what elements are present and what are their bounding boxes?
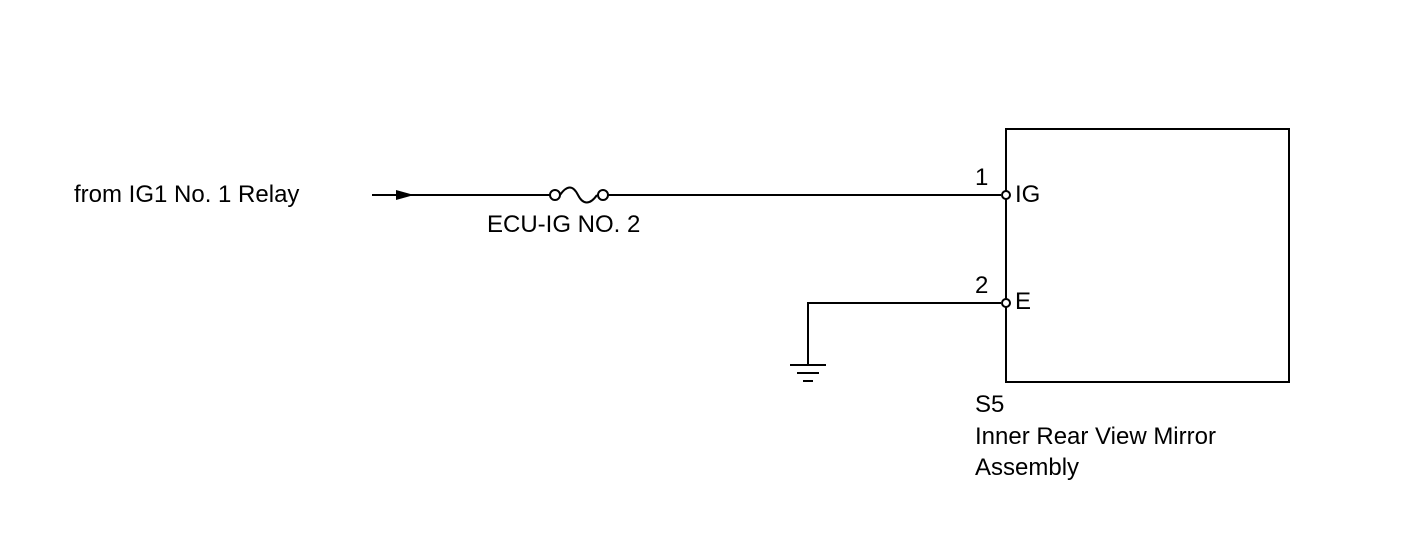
pin1-number: 1 — [975, 164, 989, 191]
component-name: Inner Rear View Mirror Assembly — [975, 423, 1216, 481]
source-label: from IG1 No. 1 Relay — [74, 181, 300, 208]
pin2-terminal — [1001, 298, 1011, 308]
pin1-terminal — [1001, 190, 1011, 200]
component-box — [1005, 128, 1290, 383]
component-code: S5 — [975, 391, 1005, 418]
pin1-name: IG — [1015, 181, 1041, 208]
pin2-name: E — [1015, 288, 1032, 315]
ground-icon — [790, 364, 826, 382]
pin2-number: 2 — [975, 272, 989, 299]
ground-wire — [807, 302, 1001, 364]
fuse-label: ECU-IG NO. 2 — [487, 211, 641, 238]
fuse-icon — [549, 186, 609, 204]
